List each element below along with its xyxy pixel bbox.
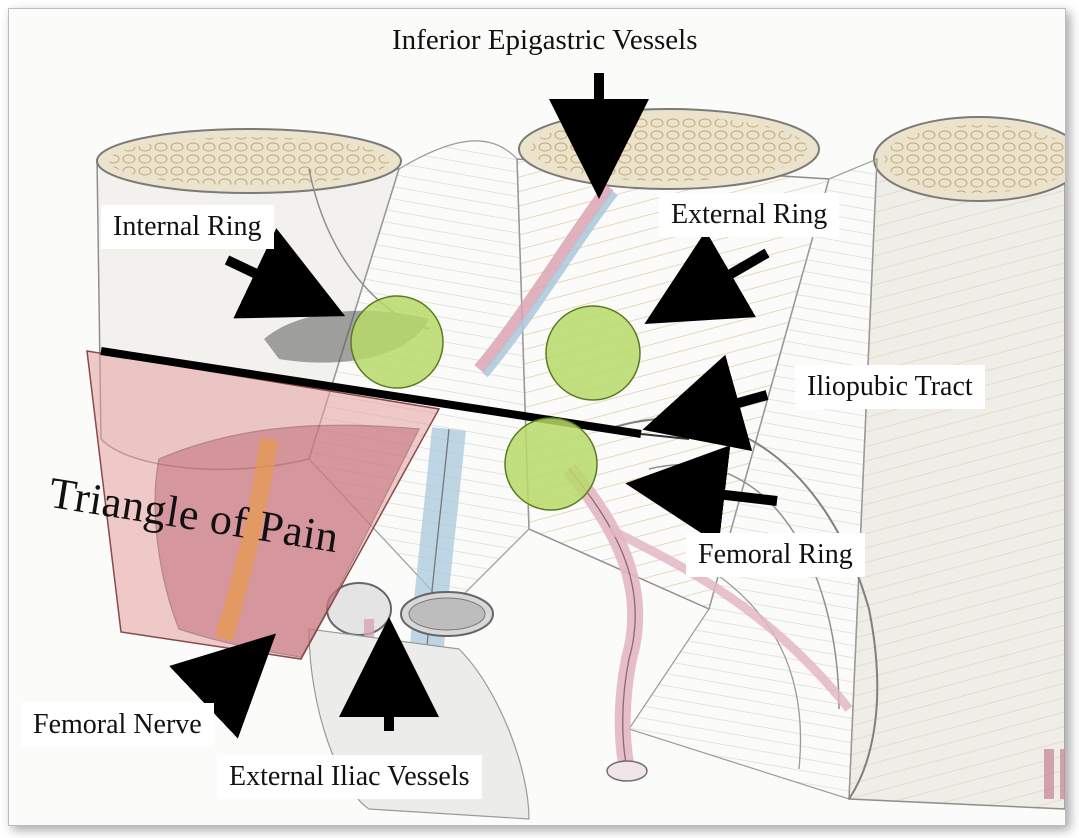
femoral-ring-circle (505, 418, 597, 510)
internal-ring-circle (351, 296, 443, 388)
label-femoral-ring: Femoral Ring (686, 533, 865, 577)
label-external-iliac-vessels: External Iliac Vessels (217, 755, 482, 799)
external-ring-circle (546, 306, 640, 400)
label-iliopubic-tract: Iliopubic Tract (795, 365, 985, 409)
label-femoral-nerve: Femoral Nerve (21, 703, 214, 747)
label-inferior-epigastric-vessels: Inferior Epigastric Vessels (392, 26, 698, 55)
label-internal-ring: Internal Ring (101, 205, 274, 249)
arrow-femoral-nerve (209, 661, 247, 697)
figure-frame: Inferior Epigastric Vessels Internal Rin… (8, 8, 1066, 826)
label-external-ring: External Ring (659, 193, 839, 237)
